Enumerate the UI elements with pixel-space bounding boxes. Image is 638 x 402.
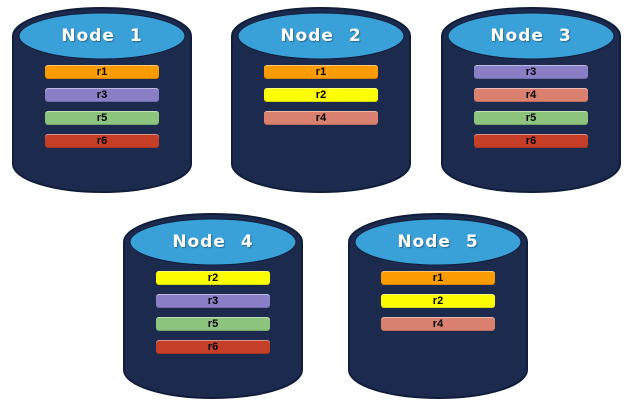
replica-bar: r6 bbox=[156, 340, 270, 354]
replica-bar: r3 bbox=[474, 65, 588, 79]
replica-bar: r6 bbox=[45, 134, 159, 148]
replica-list: r1 r3 r5 r6 bbox=[11, 65, 193, 148]
node-3-cylinder: Node 3 r3 r4 r5 r6 bbox=[440, 6, 622, 196]
node-1-cylinder: Node 1 r1 r3 r5 r6 bbox=[11, 6, 193, 196]
node-2-cylinder: Node 2 r1 r2 r4 bbox=[230, 6, 412, 196]
replica-bar: r2 bbox=[264, 88, 378, 102]
node-5-cylinder: Node 5 r1 r2 r4 bbox=[347, 212, 529, 402]
replica-list: r2 r3 r5 r6 bbox=[122, 271, 304, 354]
replica-bar: r1 bbox=[381, 271, 495, 285]
replica-bar: r2 bbox=[156, 271, 270, 285]
replica-bar: r5 bbox=[474, 111, 588, 125]
replica-bar: r3 bbox=[156, 294, 270, 308]
node-title: Node 4 bbox=[172, 232, 254, 252]
replica-bar: r2 bbox=[381, 294, 495, 308]
replica-bar: r4 bbox=[264, 111, 378, 125]
node-title: Node 1 bbox=[61, 26, 143, 46]
replica-list: r1 r2 r4 bbox=[230, 65, 412, 125]
replica-bar: r4 bbox=[381, 317, 495, 331]
replica-bar: r5 bbox=[156, 317, 270, 331]
node-title: Node 5 bbox=[397, 232, 479, 252]
node-4-cylinder: Node 4 r2 r3 r5 r6 bbox=[122, 212, 304, 402]
replica-list: r1 r2 r4 bbox=[347, 271, 529, 331]
replica-list: r3 r4 r5 r6 bbox=[440, 65, 622, 148]
node-title: Node 3 bbox=[490, 26, 572, 46]
replica-bar: r3 bbox=[45, 88, 159, 102]
replica-bar: r1 bbox=[264, 65, 378, 79]
replica-bar: r1 bbox=[45, 65, 159, 79]
replica-bar: r5 bbox=[45, 111, 159, 125]
replica-bar: r4 bbox=[474, 88, 588, 102]
replica-bar: r6 bbox=[474, 134, 588, 148]
node-title: Node 2 bbox=[280, 26, 362, 46]
